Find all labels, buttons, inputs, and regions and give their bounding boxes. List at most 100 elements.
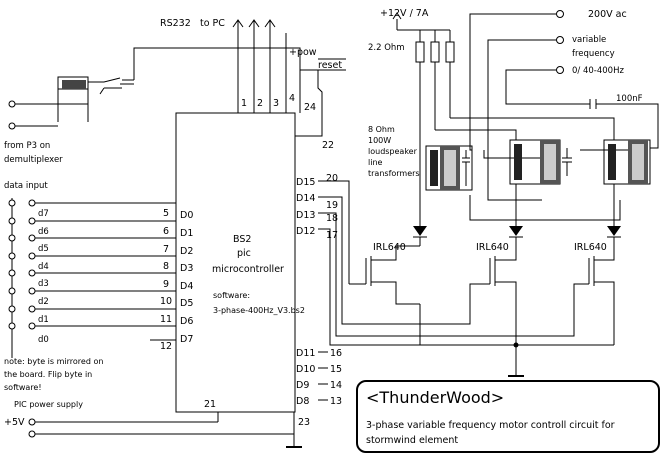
data-label-d4: d4 [38, 262, 49, 272]
transformer-note-1: 8 Ohm [368, 125, 395, 134]
pin-num-8: 8 [163, 261, 169, 272]
rs232-lines [232, 19, 287, 113]
plus5v-label: +5V [4, 417, 25, 428]
pin-num-6: 6 [163, 226, 169, 237]
switch-connector [8, 76, 134, 130]
from-p3-line1: from P3 on [4, 141, 50, 151]
pin-num-18: 18 [326, 213, 338, 224]
pin-num-19: 19 [326, 200, 338, 211]
mosfet-3-label: IRL640 [574, 242, 607, 253]
diode-2 [509, 226, 523, 246]
pin-name-d12: D12 [296, 226, 315, 237]
mosfet-3 [588, 246, 615, 304]
transformer-3 [603, 139, 651, 185]
data-line-labels: d7 d6 d5 d4 d3 d2 d1 d0 [38, 209, 49, 345]
pin-num-11: 11 [160, 314, 172, 325]
data-input-label: data input [4, 181, 48, 191]
ac-terminal-phase3[interactable] [556, 66, 564, 74]
top-pin-24: 24 [304, 102, 316, 113]
secondary-wiring [469, 13, 659, 221]
gate-drive-wiring [318, 180, 615, 375]
transformer-2 [509, 139, 572, 185]
software-file: 3-phase-400Hz_V3.bs2 [213, 306, 305, 315]
to-pc-label: to PC [200, 18, 225, 29]
from-p3-line2: demultiplexer [4, 155, 63, 165]
top-pin-1: 1 [241, 98, 247, 109]
description-line1: 3-phase variable frequency motor control… [366, 420, 615, 431]
var-freq-line3: 0/ 40-400Hz [572, 66, 624, 76]
top-pin-2: 2 [257, 98, 263, 109]
chip-name-2: pic [237, 248, 251, 259]
pin-name-d13: D13 [296, 210, 315, 221]
pin-num-12: 12 [160, 341, 172, 352]
data-label-d3: d3 [38, 279, 49, 289]
data-label-d0: d0 [38, 335, 49, 345]
pin-name-d1: D1 [180, 228, 193, 239]
supply-12v-label: +12V / 7A [380, 8, 429, 19]
pin-num-10: 10 [160, 296, 172, 307]
top-pin-3: 3 [273, 98, 279, 109]
pin-name-d7: D7 [180, 334, 193, 345]
pin-21-label: 21 [204, 399, 216, 410]
pin-name-d11: D11 [296, 348, 315, 359]
pin-name-d9: D9 [296, 380, 309, 391]
supply-12v-wiring [392, 12, 451, 42]
pow-label: +pow [289, 47, 317, 58]
pin-22-label: 22 [322, 140, 334, 151]
note-line2: the board. Flip byte in [4, 370, 92, 379]
ac-200v-label: 200V ac [588, 9, 627, 20]
pic-power-label: PIC power supply [14, 400, 83, 409]
chip-left-pins: D0 D1 D2 D3 D4 D5 D6 D7 5 6 7 8 9 10 11 … [160, 208, 193, 352]
pin-num-20: 20 [326, 173, 338, 184]
pin-name-d15: D15 [296, 177, 315, 188]
diode-1 [413, 226, 427, 246]
pin-num-13: 13 [330, 396, 342, 407]
pin-name-d0: D0 [180, 210, 193, 221]
pin-name-d4: D4 [180, 281, 193, 292]
title-block [356, 380, 660, 453]
transformer-note-5: transformers [368, 169, 420, 178]
mosfet-2-label: IRL640 [476, 242, 509, 253]
mosfet-1-label: IRL640 [373, 242, 406, 253]
pin-num-7: 7 [163, 244, 169, 255]
data-input-wires [35, 202, 176, 341]
note-line1: note: byte is mirrored on [4, 357, 103, 366]
rs232-label: RS232 [160, 18, 191, 29]
note-line3: software! [4, 383, 42, 392]
data-label-d6: d6 [38, 227, 49, 237]
description-line2: stormwind element [366, 435, 458, 446]
pin-num-17: 17 [326, 230, 338, 241]
pin-name-d2: D2 [180, 246, 193, 257]
chip-name-3: microcontroller [212, 264, 284, 275]
pin-name-d14: D14 [296, 193, 315, 204]
pin-num-5: 5 [163, 208, 169, 219]
pin-23-label: 23 [298, 417, 310, 428]
pic-power-wiring [28, 412, 302, 448]
pin-name-d5: D5 [180, 298, 193, 309]
pin-name-d3: D3 [180, 263, 193, 274]
chip-right-pins: D15 D14 D13 D12 20 19 18 17 D11 D10 D9 D… [296, 173, 342, 407]
software-label: software: [213, 291, 250, 300]
data-input-connector [8, 198, 36, 358]
pin-num-9: 9 [163, 279, 169, 290]
resistors [415, 41, 455, 147]
unused-pin-stubs [318, 351, 328, 401]
var-freq-line2: frequency [572, 49, 615, 59]
data-label-d2: d2 [38, 297, 49, 307]
pin-num-15: 15 [330, 364, 342, 375]
cap-100nf-label: 100nF [616, 94, 643, 104]
ac-terminal-phase2[interactable] [556, 36, 564, 44]
ac-terminal-200v[interactable] [556, 10, 564, 18]
pin-num-14: 14 [330, 380, 342, 391]
pin-name-d8: D8 [296, 396, 309, 407]
top-pin-4: 4 [289, 93, 295, 104]
data-label-d7: d7 [38, 209, 49, 219]
pin-name-d6: D6 [180, 316, 193, 327]
transformer-1 [425, 145, 473, 191]
r22-label: 2.2 Ohm [368, 43, 405, 53]
var-freq-line1: variable [572, 35, 606, 45]
data-label-d5: d5 [38, 244, 49, 254]
diode-3 [607, 226, 621, 246]
transformer-note-3: loudspeaker [368, 147, 418, 156]
